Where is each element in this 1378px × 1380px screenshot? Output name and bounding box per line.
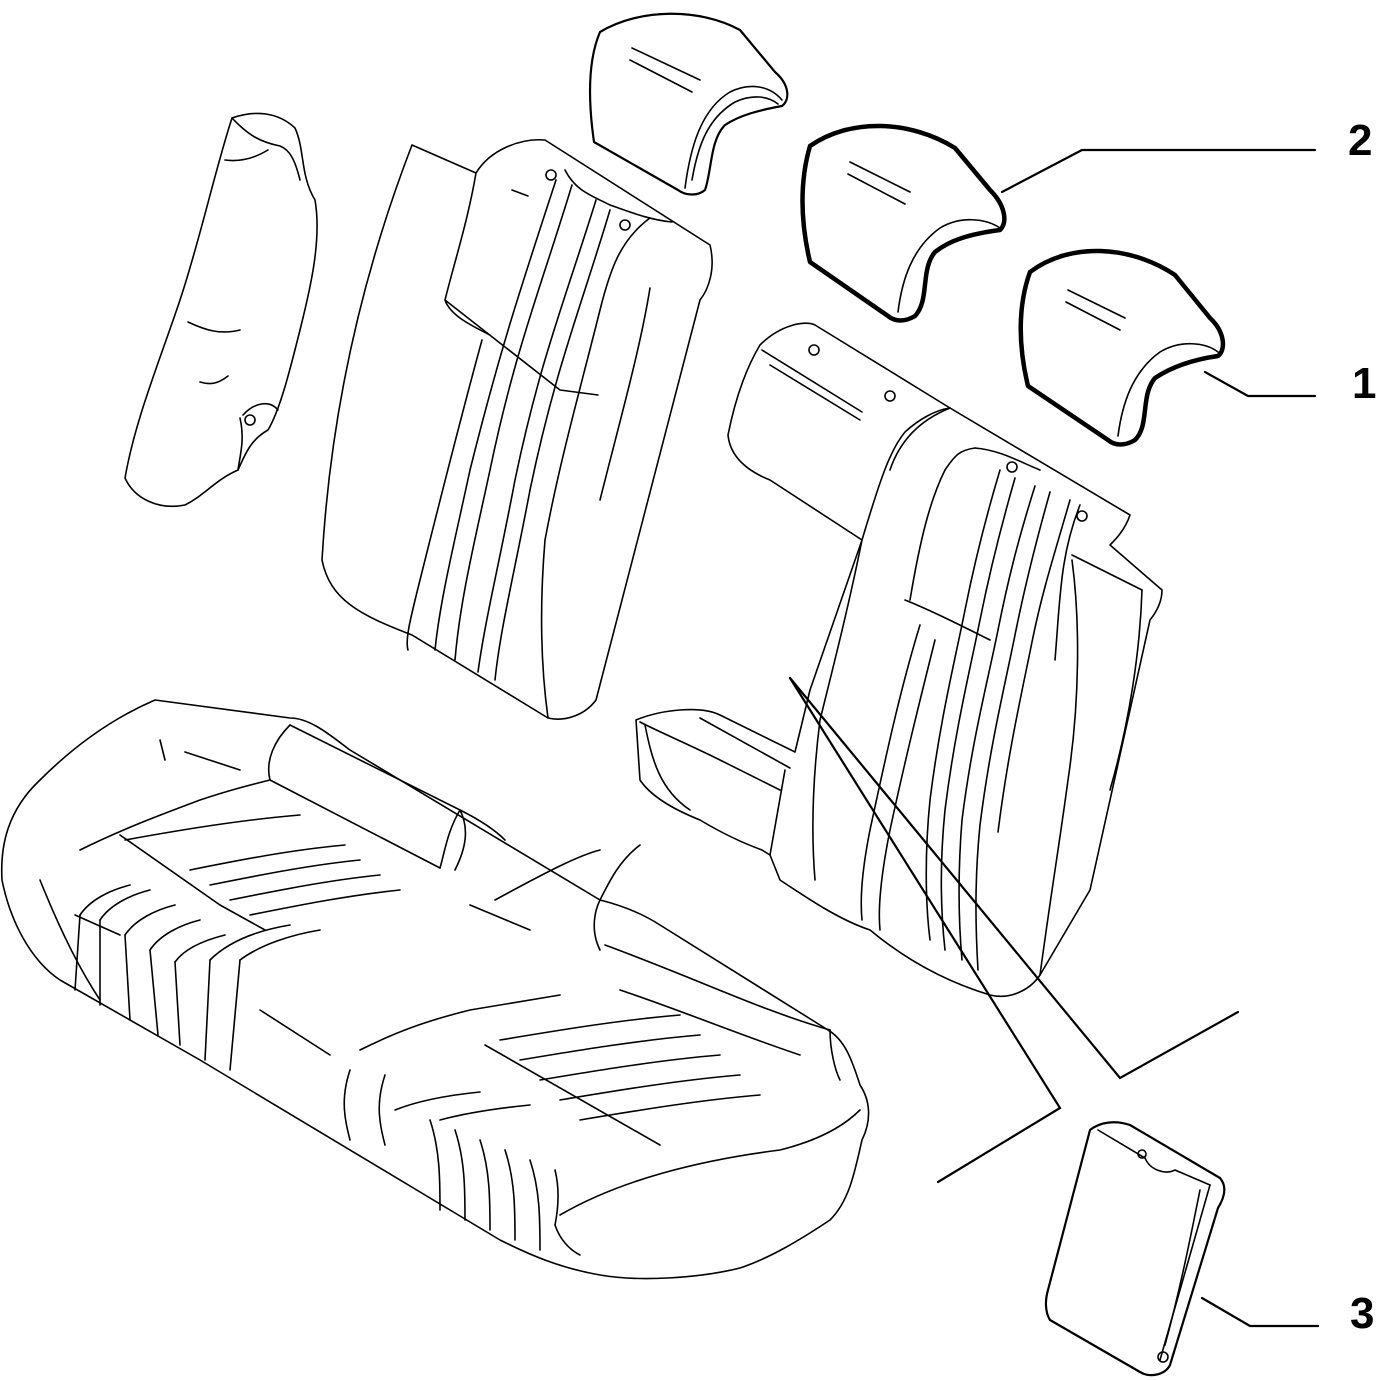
headrest-2 — [800, 123, 1007, 323]
headrest-top — [589, 12, 789, 196]
armrest-leader-bracket — [788, 676, 1240, 1184]
armrest-3 — [1044, 1121, 1226, 1377]
backrest-right — [635, 322, 1163, 997]
callout-leaders — [1000, 148, 1320, 1328]
callout-3: 3 — [1350, 1289, 1374, 1338]
backrest-left — [321, 139, 713, 720]
side-bolster-cushion — [124, 112, 318, 507]
callout-1: 1 — [1352, 359, 1376, 408]
seat-cushion — [0, 699, 870, 1280]
headrest-1 — [1018, 248, 1226, 447]
callout-2: 2 — [1348, 116, 1372, 165]
